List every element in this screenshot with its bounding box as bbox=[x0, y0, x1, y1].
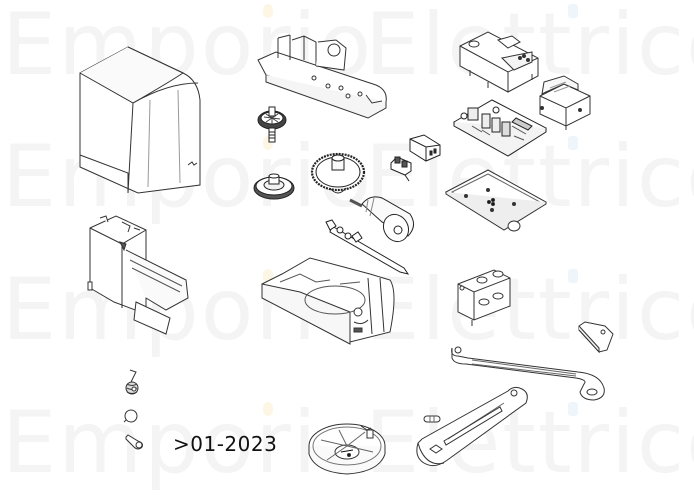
part-bracket-block bbox=[454, 266, 516, 328]
watermark-dot bbox=[568, 4, 578, 18]
part-transformer bbox=[534, 74, 594, 134]
part-mounting-plate bbox=[444, 168, 548, 234]
watermark-dot bbox=[568, 402, 578, 416]
part-straight-arm bbox=[414, 383, 530, 469]
watermark-dot bbox=[568, 136, 578, 150]
part-gearbox-housing bbox=[260, 252, 400, 346]
part-cover bbox=[78, 45, 208, 195]
part-pinion-gear bbox=[256, 104, 290, 146]
part-key bbox=[124, 433, 146, 451]
part-motor bbox=[348, 192, 418, 244]
part-control-board bbox=[452, 96, 548, 156]
part-gearbox-base bbox=[256, 30, 396, 118]
watermark-dot bbox=[568, 269, 578, 283]
part-cam bbox=[122, 408, 140, 424]
watermark-right-text: Elettrico bbox=[365, 260, 694, 360]
part-release-lever bbox=[120, 368, 144, 398]
watermark-dot bbox=[263, 4, 273, 18]
part-frame bbox=[86, 214, 202, 336]
part-pin bbox=[422, 413, 442, 425]
part-stop-plate bbox=[577, 320, 617, 356]
part-control-box-cover bbox=[458, 30, 544, 96]
part-curved-arm bbox=[448, 344, 618, 402]
part-base-dish bbox=[305, 412, 391, 478]
part-worm-shaft bbox=[322, 218, 412, 276]
part-spur-gear-large bbox=[310, 150, 366, 200]
part-limit-switch bbox=[404, 133, 444, 167]
part-connector-module bbox=[387, 151, 417, 181]
watermark-dot bbox=[263, 402, 273, 416]
part-spur-gear-small bbox=[252, 170, 296, 202]
revision-date-label: >01-2023 bbox=[173, 432, 278, 456]
